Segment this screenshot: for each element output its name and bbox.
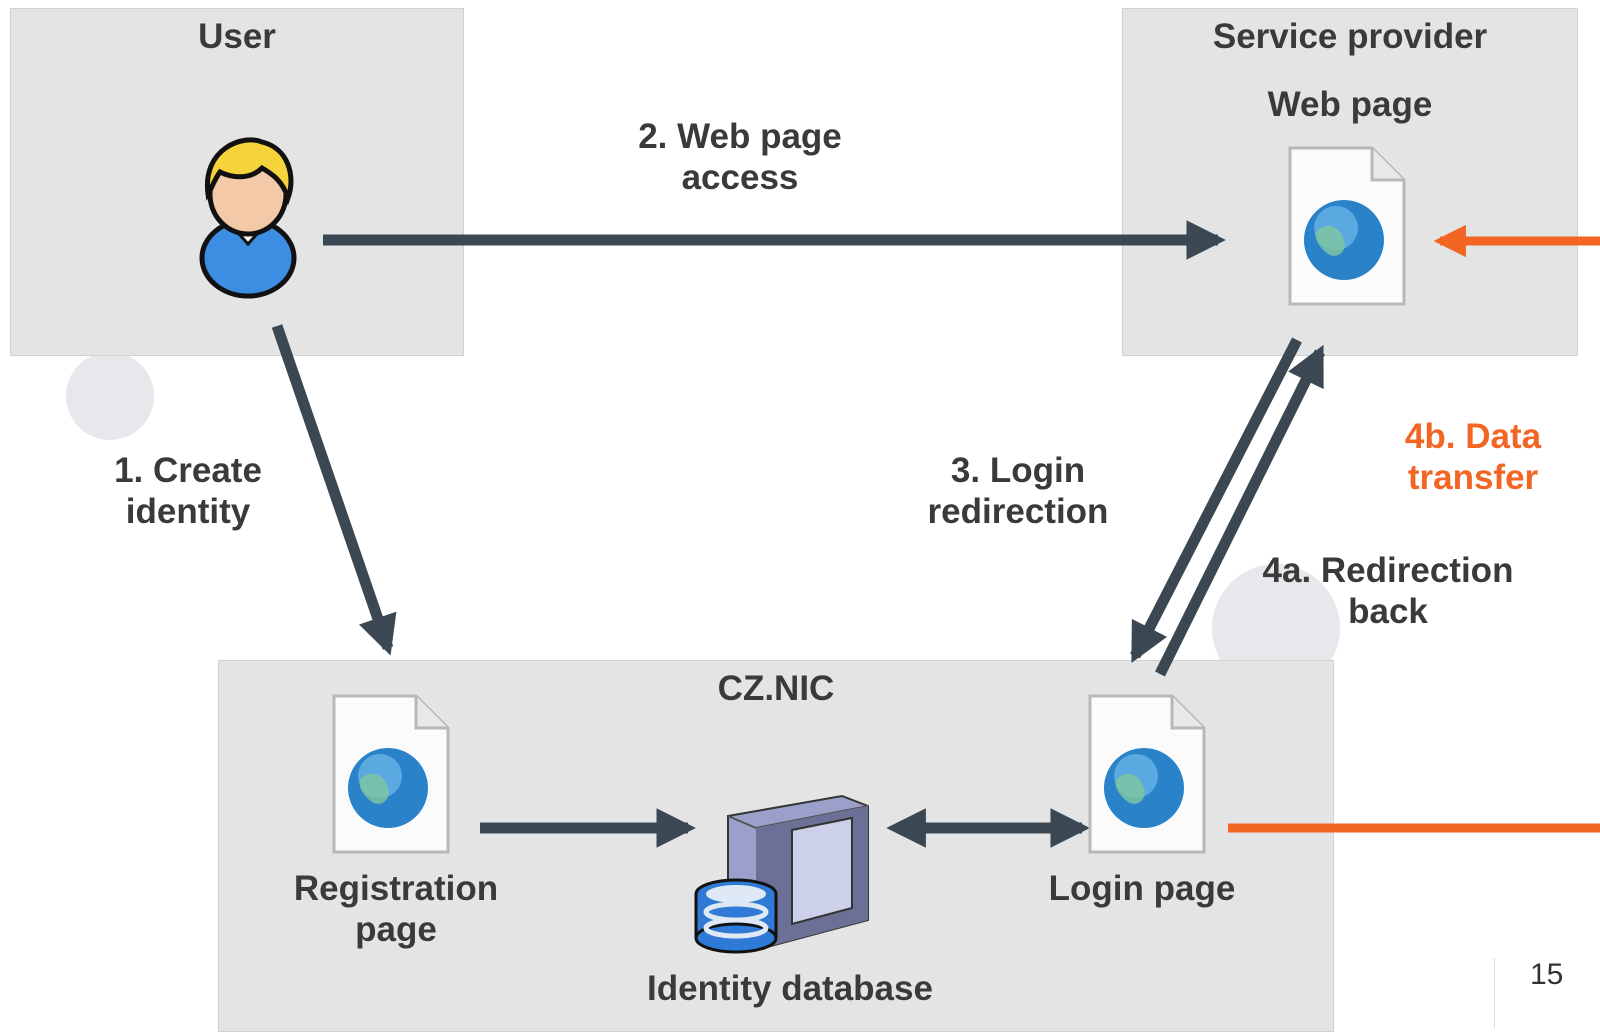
database-server-icon <box>692 790 870 958</box>
footer-divider <box>1494 958 1495 1028</box>
page-number: 15 <box>1530 958 1564 991</box>
step-login-redirection: 3. Login redirection <box>927 451 1109 531</box>
step-data-transfer: 4b. Data transfer <box>1404 417 1542 497</box>
cznic-title: CZ.NIC <box>717 669 835 708</box>
login-page-label: Login page <box>1048 869 1236 908</box>
registration-page-document-icon <box>330 692 452 856</box>
step-web-page-access: 2. Web page access <box>638 117 842 197</box>
login-page-document-icon <box>1086 692 1208 856</box>
service-provider-title: Service provider <box>1212 17 1488 56</box>
web-page-document-icon <box>1286 144 1408 308</box>
step-redirection-back: 4a. Redirection back <box>1262 551 1514 631</box>
arrow-login-redirection <box>1130 337 1302 664</box>
identity-database-label: Identity database <box>647 969 933 1008</box>
user-title: User <box>198 17 276 56</box>
registration-page-label: Registration page <box>293 869 499 949</box>
arrow-redirection-back <box>1155 344 1325 677</box>
user-icon <box>192 128 304 300</box>
step-create-identity: 1. Create identity <box>114 451 262 531</box>
arrow-create-identity <box>271 324 397 656</box>
decorative-circle <box>66 352 154 440</box>
web-page-title: Web page <box>1267 85 1433 124</box>
